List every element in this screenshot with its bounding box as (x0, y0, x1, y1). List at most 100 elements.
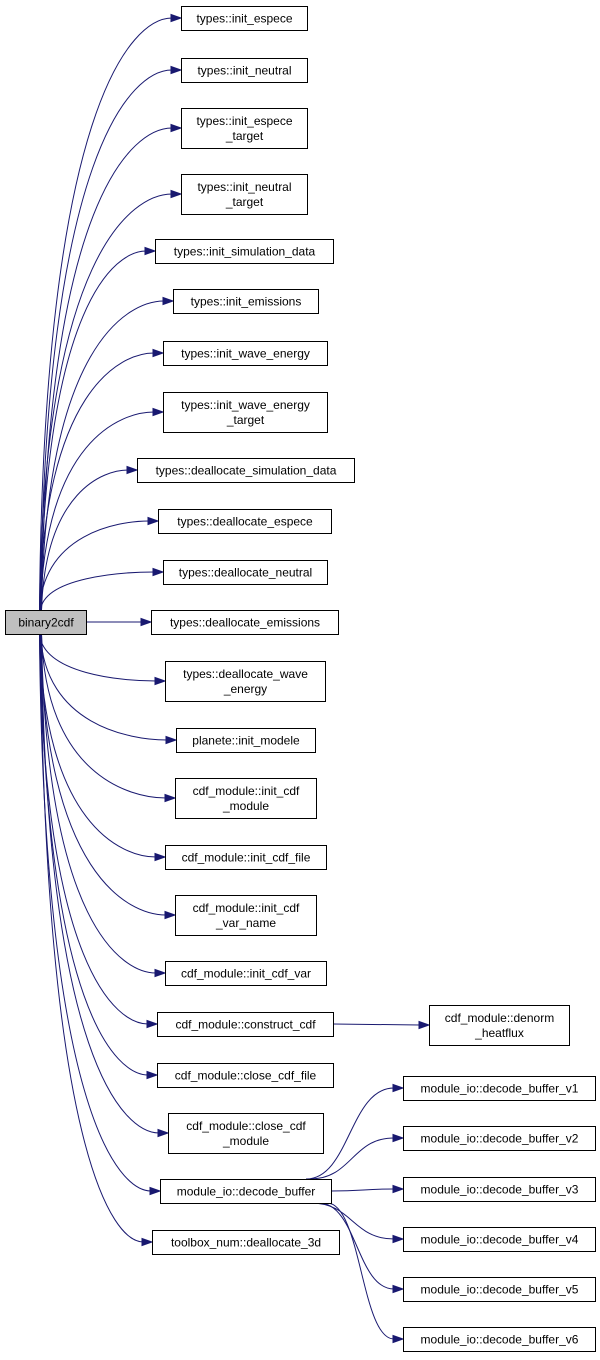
edge-binary2cdf-to-cdf-module-close-cdf-file-arrowhead (146, 1070, 159, 1080)
edge-binary2cdf-to-types-init-espece (39, 17, 173, 611)
node-types-deallocate-emissions[interactable]: types::deallocate_emissions (151, 610, 339, 635)
node-types-init-wave-energy-target-label: types::init_wave_energy_target (181, 398, 310, 427)
node-module-io-decode-buffer-v6[interactable]: module_io::decode_buffer_v6 (403, 1327, 596, 1352)
node-toolbox-num-deallocate-3d-label: toolbox_num::deallocate_3d (171, 1236, 321, 1250)
edge-module-io-decode-buffer-to-module-io-decode-buffer-v1 (305, 1087, 395, 1180)
node-module-io-decode-buffer-v5[interactable]: module_io::decode_buffer_v5 (403, 1277, 596, 1302)
node-types-deallocate-wave-energy-label: types::deallocate_wave_energy (183, 667, 308, 696)
node-cdf-module-init-cdf-var-name[interactable]: cdf_module::init_cdf_var_name (175, 895, 317, 936)
node-cdf-module-construct-cdf-box (157, 1012, 334, 1037)
edge-binary2cdf-to-types-deallocate-espece (39, 520, 150, 611)
edge-binary2cdf-to-cdf-module-init-cdf-module (41, 633, 167, 799)
edges-layer (39, 13, 431, 1344)
node-types-deallocate-neutral-label: types::deallocate_neutral (179, 566, 312, 580)
node-types-deallocate-simulation-data[interactable]: types::deallocate_simulation_data (137, 458, 355, 483)
node-types-init-simulation-data-label: types::init_simulation_data (174, 245, 316, 259)
node-cdf-module-init-cdf-module-label: cdf_module::init_cdf_module (193, 784, 300, 813)
node-binary2cdf-box (5, 610, 87, 635)
node-cdf-module-construct-cdf[interactable]: cdf_module::construct_cdf (157, 1012, 334, 1037)
node-types-init-espece-target-box (181, 108, 308, 149)
node-cdf-module-init-cdf-module-box (175, 778, 317, 819)
node-types-init-neutral[interactable]: types::init_neutral (181, 58, 308, 83)
node-planete-init-modele[interactable]: planete::init_modele (176, 728, 316, 753)
node-types-init-simulation-data-box (155, 239, 334, 264)
node-types-init-neutral-target[interactable]: types::init_neutral_target (181, 174, 308, 215)
node-cdf-module-close-cdf-module[interactable]: cdf_module::close_cdf_module (168, 1113, 324, 1154)
edge-module-io-decode-buffer-to-module-io-decode-buffer-v2-arrowhead (392, 1133, 405, 1143)
node-types-deallocate-neutral[interactable]: types::deallocate_neutral (163, 560, 328, 585)
node-types-deallocate-emissions-box (151, 610, 339, 635)
node-types-deallocate-simulation-data-label: types::deallocate_simulation_data (156, 464, 337, 478)
edge-binary2cdf-to-types-deallocate-simulation-data (41, 469, 129, 611)
edge-module-io-decode-buffer-to-module-io-decode-buffer-v6-arrowhead (392, 1334, 405, 1344)
edge-binary2cdf-to-types-init-wave-energy-target (40, 411, 155, 611)
node-types-init-wave-energy-target-box (163, 392, 328, 433)
edge-cdf-module-construct-cdf-to-cdf-module-denorm-heatflux (332, 1023, 421, 1026)
node-types-init-espece-label: types::init_espece (196, 12, 292, 26)
edge-binary2cdf-to-types-deallocate-neutral-arrowhead (152, 567, 165, 577)
node-cdf-module-init-cdf-var-name-label: cdf_module::init_cdf_var_name (193, 901, 300, 930)
node-types-deallocate-emissions-label: types::deallocate_emissions (170, 616, 320, 630)
node-module-io-decode-buffer-v4-label: module_io::decode_buffer_v4 (421, 1233, 579, 1247)
node-module-io-decode-buffer-label: module_io::decode_buffer (177, 1185, 316, 1199)
node-module-io-decode-buffer-v6-label: module_io::decode_buffer_v6 (421, 1333, 579, 1347)
node-module-io-decode-buffer-v1-label: module_io::decode_buffer_v1 (421, 1082, 579, 1096)
node-types-deallocate-wave-energy[interactable]: types::deallocate_wave_energy (165, 661, 326, 702)
node-module-io-decode-buffer[interactable]: module_io::decode_buffer (160, 1179, 332, 1204)
node-module-io-decode-buffer-v3-label: module_io::decode_buffer_v3 (421, 1183, 579, 1197)
node-types-init-espece-target[interactable]: types::init_espece_target (181, 108, 308, 149)
node-types-init-emissions[interactable]: types::init_emissions (173, 289, 319, 314)
node-module-io-decode-buffer-v4[interactable]: module_io::decode_buffer_v4 (403, 1227, 596, 1252)
edge-binary2cdf-to-toolbox-num-deallocate-3d (40, 633, 144, 1243)
edge-binary2cdf-to-types-init-simulation-data (40, 250, 147, 611)
node-types-init-wave-energy-target[interactable]: types::init_wave_energy_target (163, 392, 328, 433)
node-cdf-module-init-cdf-var-label: cdf_module::init_cdf_var (181, 967, 311, 981)
node-types-init-espece[interactable]: types::init_espece (181, 6, 308, 31)
node-cdf-module-close-cdf-file[interactable]: cdf_module::close_cdf_file (157, 1063, 334, 1088)
node-module-io-decode-buffer-v2[interactable]: module_io::decode_buffer_v2 (403, 1126, 596, 1151)
node-cdf-module-denorm-heatflux[interactable]: cdf_module::denorm_heatflux (429, 1005, 570, 1046)
node-toolbox-num-deallocate-3d[interactable]: toolbox_num::deallocate_3d (152, 1230, 340, 1255)
edge-binary2cdf-to-types-deallocate-wave-energy-arrowhead (154, 676, 167, 686)
node-binary2cdf[interactable]: binary2cdf (5, 610, 87, 635)
node-cdf-module-init-cdf-file[interactable]: cdf_module::init_cdf_file (165, 845, 327, 870)
edge-module-io-decode-buffer-to-module-io-decode-buffer-v4 (310, 1202, 395, 1240)
node-types-deallocate-wave-energy-box (165, 661, 326, 702)
edge-binary2cdf-to-types-init-neutral (40, 69, 173, 611)
edge-binary2cdf-to-types-deallocate-wave-energy (39, 633, 157, 682)
edge-binary2cdf-to-planete-init-modele-arrowhead (165, 735, 178, 745)
node-module-io-decode-buffer-v3-box (403, 1177, 596, 1202)
edge-binary2cdf-to-types-init-wave-energy-target-arrowhead (152, 407, 165, 417)
node-cdf-module-close-cdf-module-box (168, 1113, 324, 1154)
node-module-io-decode-buffer-v6-box (403, 1327, 596, 1352)
node-types-init-emissions-label: types::init_emissions (191, 295, 302, 309)
node-types-init-simulation-data[interactable]: types::init_simulation_data (155, 239, 334, 264)
node-planete-init-modele-box (176, 728, 316, 753)
edge-binary2cdf-to-types-init-emissions-arrowhead (162, 296, 175, 306)
node-cdf-module-close-cdf-module-label: cdf_module::close_cdf_module (186, 1119, 306, 1148)
node-cdf-module-init-cdf-file-label: cdf_module::init_cdf_file (182, 851, 311, 865)
edge-binary2cdf-to-types-init-neutral-target (39, 193, 173, 611)
edge-binary2cdf-to-cdf-module-init-cdf-var-arrowhead (154, 968, 167, 978)
node-module-io-decode-buffer-v5-box (403, 1277, 596, 1302)
node-types-init-wave-energy[interactable]: types::init_wave_energy (163, 341, 328, 366)
node-cdf-module-init-cdf-var[interactable]: cdf_module::init_cdf_var (165, 961, 327, 986)
node-cdf-module-init-cdf-module[interactable]: cdf_module::init_cdf_module (175, 778, 317, 819)
edge-module-io-decode-buffer-to-module-io-decode-buffer-v4-arrowhead (392, 1234, 405, 1244)
node-module-io-decode-buffer-box (160, 1179, 332, 1204)
node-module-io-decode-buffer-v1[interactable]: module_io::decode_buffer_v1 (403, 1076, 596, 1101)
node-toolbox-num-deallocate-3d-box (152, 1230, 340, 1255)
node-types-deallocate-espece-label: types::deallocate_espece (177, 515, 313, 529)
edge-module-io-decode-buffer-to-module-io-decode-buffer-v3-arrowhead (392, 1184, 405, 1194)
node-cdf-module-construct-cdf-label: cdf_module::construct_cdf (175, 1018, 316, 1032)
node-cdf-module-init-cdf-var-box (165, 961, 327, 986)
edge-module-io-decode-buffer-to-module-io-decode-buffer-v6 (326, 1202, 395, 1340)
node-types-deallocate-simulation-data-box (137, 458, 355, 483)
node-types-deallocate-espece[interactable]: types::deallocate_espece (158, 509, 332, 534)
node-module-io-decode-buffer-v3[interactable]: module_io::decode_buffer_v3 (403, 1177, 596, 1202)
node-cdf-module-close-cdf-file-box (157, 1063, 334, 1088)
node-planete-init-modele-label: planete::init_modele (192, 734, 300, 748)
node-types-init-neutral-box (181, 58, 308, 83)
edge-module-io-decode-buffer-to-module-io-decode-buffer-v3 (330, 1188, 395, 1192)
